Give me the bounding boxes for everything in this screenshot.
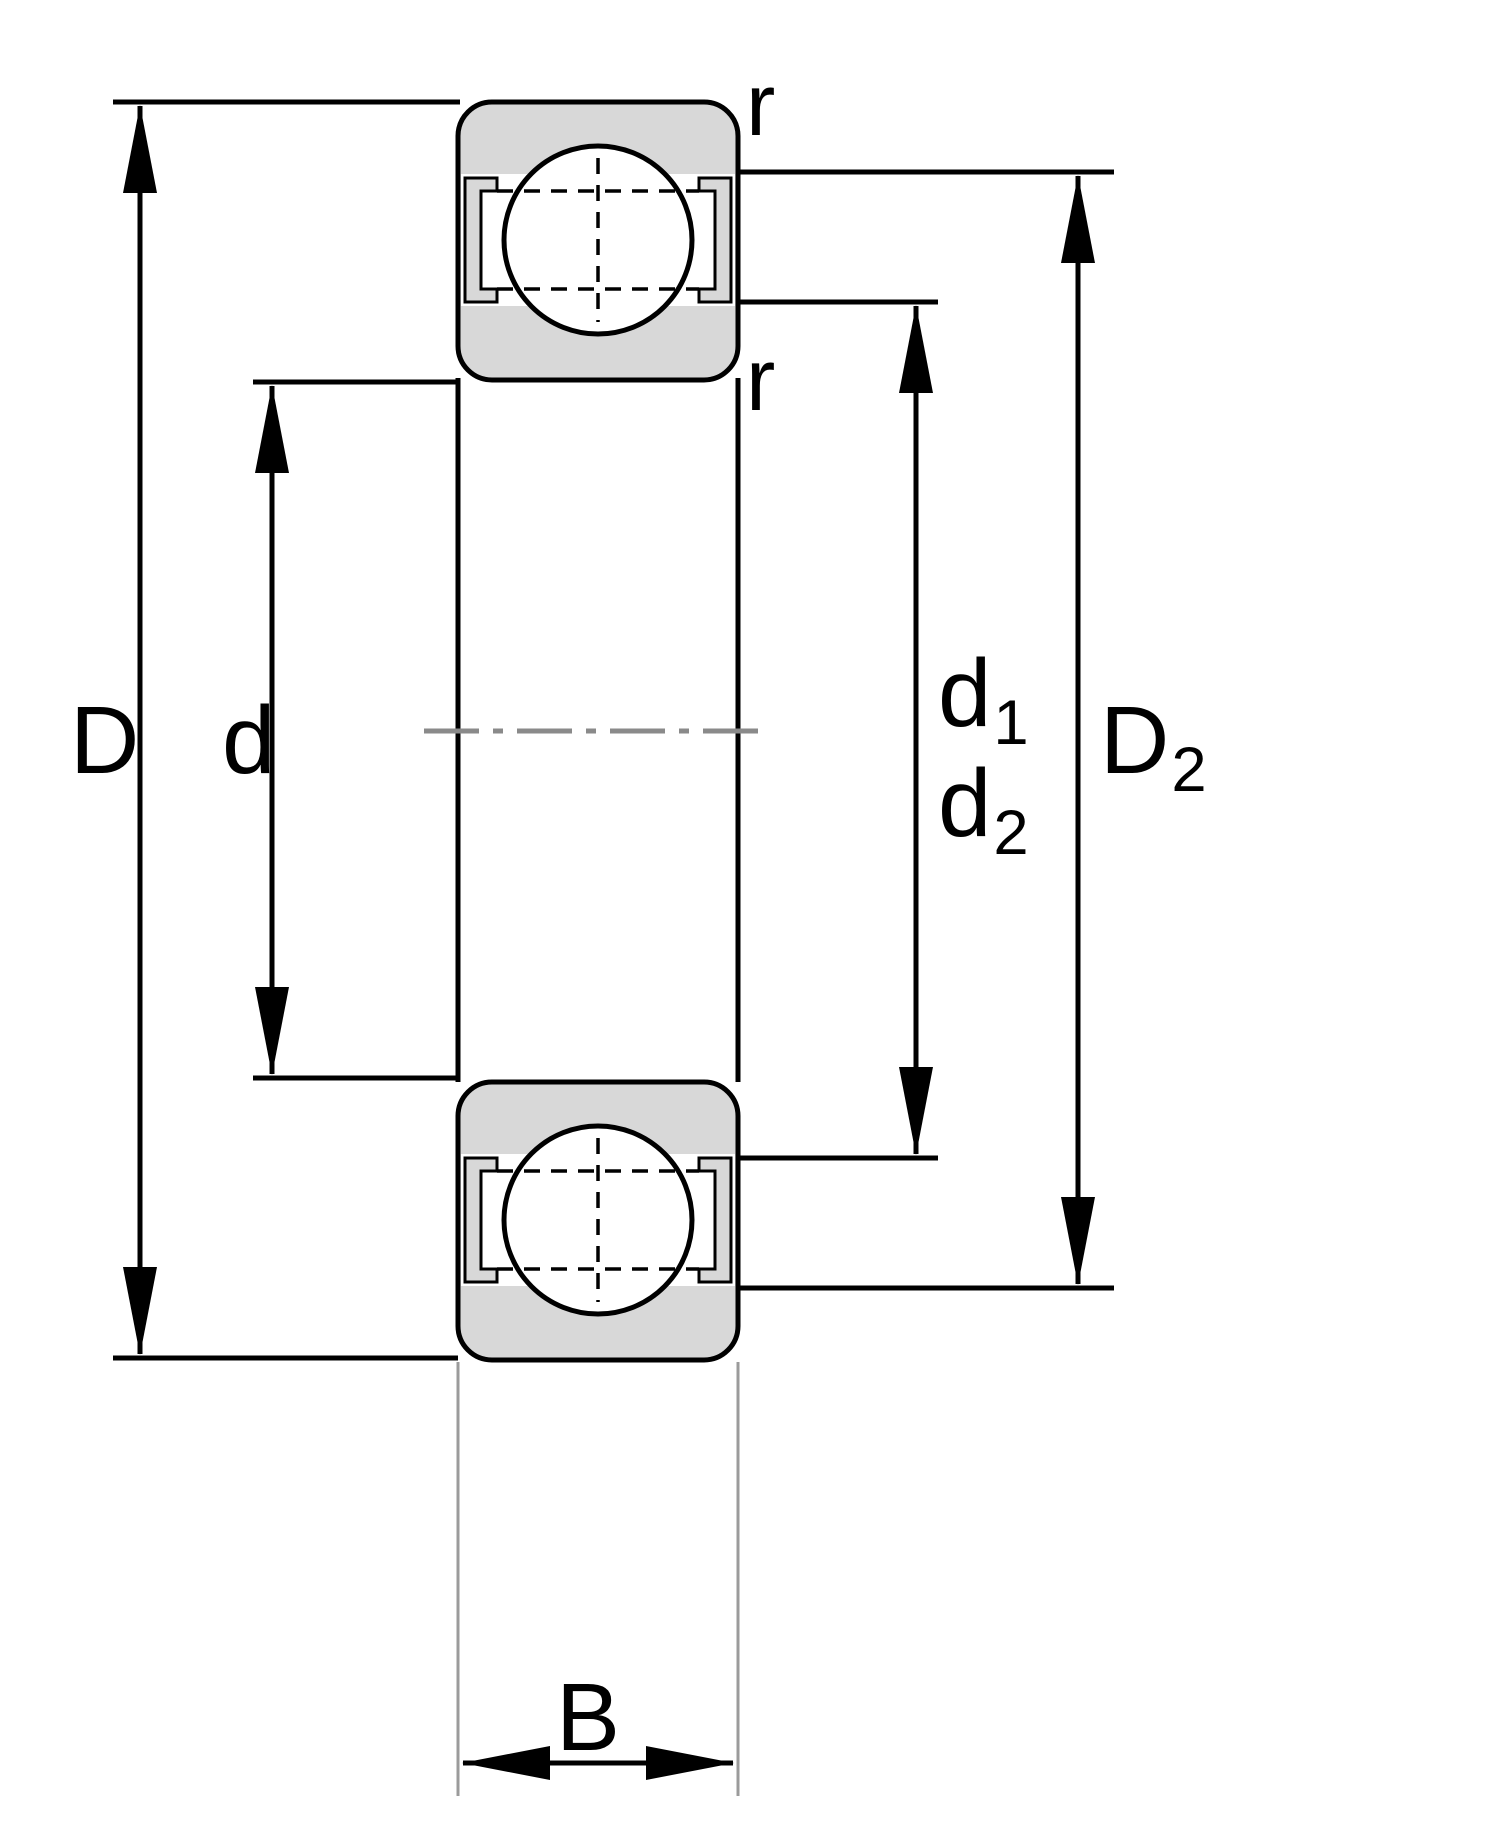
dim-label-r-inner: r xyxy=(746,336,775,424)
dim-label-d: d xyxy=(222,693,275,789)
dim-label-r-inner-text: r xyxy=(746,330,776,429)
dim-label-d1-sub: 1 xyxy=(993,687,1029,758)
dim-label-d1-base: d xyxy=(938,640,992,747)
bearing-section-bottom xyxy=(458,1082,738,1360)
dim-label-d2-sub: 2 xyxy=(993,797,1029,868)
dim-label-D2-sub: 2 xyxy=(1171,734,1207,805)
dim-label-d-text: d xyxy=(222,687,276,794)
dim-label-B-text: B xyxy=(556,1664,621,1771)
dim-label-d2: d2 xyxy=(938,756,1029,865)
dim-label-r-outer-text: r xyxy=(746,55,776,154)
dim-label-B: B xyxy=(556,1670,620,1766)
dim-label-d2-base: d xyxy=(938,750,992,857)
dim-label-r-outer: r xyxy=(746,61,775,149)
bearing-section-top xyxy=(458,102,738,380)
dim-label-d1: d1 xyxy=(938,646,1029,755)
dim-label-D2-base: D xyxy=(1100,687,1170,794)
dim-label-D2: D2 xyxy=(1100,693,1207,802)
dim-label-D: D xyxy=(70,693,139,789)
dim-label-D-text: D xyxy=(70,687,140,794)
